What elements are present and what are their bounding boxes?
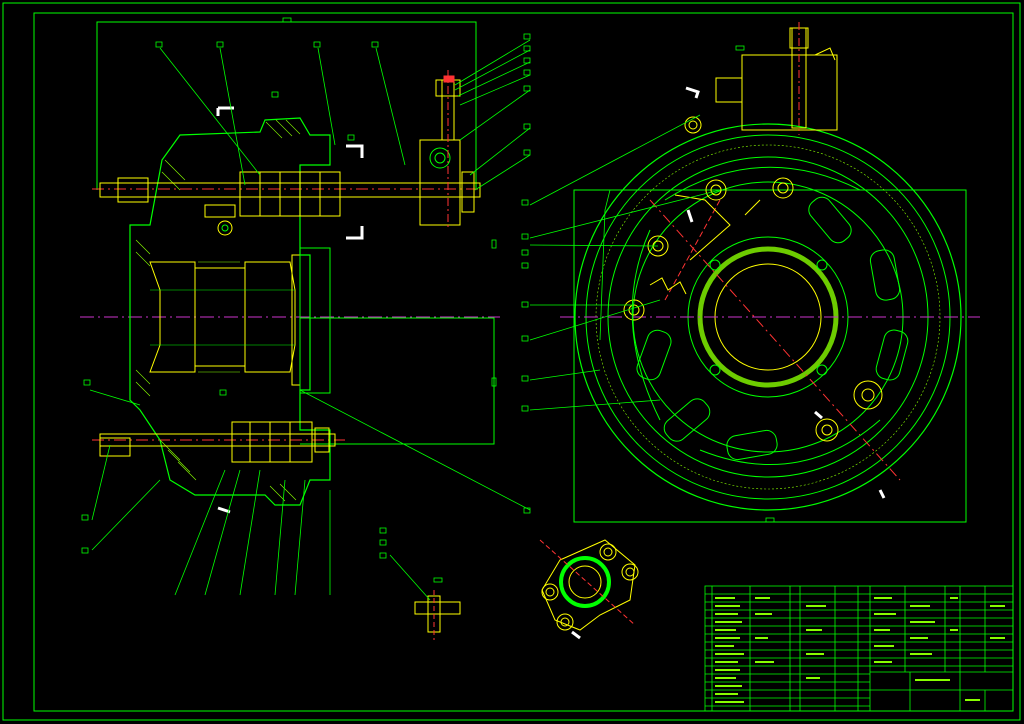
end-view-leaders <box>529 114 721 411</box>
section-mark <box>346 226 364 240</box>
housing-outline <box>129 117 331 506</box>
top-clip <box>814 47 836 61</box>
diagonal-axis <box>649 199 901 481</box>
bracket-boss-inner <box>568 565 602 599</box>
bracket-boss <box>559 556 611 608</box>
end-view <box>521 22 980 523</box>
lever-arm <box>674 194 731 261</box>
bracket-holes <box>541 543 639 631</box>
bolt-upper <box>204 204 236 218</box>
bracket-body <box>541 539 636 631</box>
spoke-windows <box>636 196 909 461</box>
end-view-frame <box>573 189 967 523</box>
lower-stub <box>99 437 131 457</box>
marker <box>878 489 886 499</box>
marker <box>571 630 581 640</box>
hub-ring-mid <box>697 246 839 388</box>
top-housing <box>741 54 838 131</box>
shaft-collar <box>461 171 475 213</box>
hub-bore <box>194 267 246 367</box>
bracket-detail <box>539 539 639 640</box>
top-tab <box>715 77 743 103</box>
lower-shaft-end <box>314 427 330 453</box>
parts-list-text-marks <box>715 597 1005 703</box>
bolt-detail-leader <box>389 554 431 601</box>
outer-drum <box>574 123 962 511</box>
pin-circle <box>221 224 229 232</box>
brake-shoe-upper <box>664 166 861 201</box>
parts-list-rows <box>705 593 1013 707</box>
upper-bearing-housing <box>419 139 461 226</box>
anchor-pins <box>623 116 883 442</box>
upper-gear <box>239 171 341 217</box>
section-mark <box>346 144 364 158</box>
bolt-detail <box>379 527 461 640</box>
end-view-label-ticks <box>521 45 775 523</box>
marker <box>685 86 700 99</box>
bracket-axis <box>539 539 636 626</box>
frame-line <box>96 21 477 190</box>
frame-line <box>300 317 495 445</box>
title-block <box>704 585 1014 712</box>
backplate-ring <box>632 181 904 453</box>
upper-bearing <box>429 147 451 169</box>
brake-shoe-lower <box>699 419 881 465</box>
parts-list-cols <box>711 586 986 711</box>
lining-ring <box>595 144 941 490</box>
lower-gear-teeth <box>249 422 291 462</box>
diagonal-axis-2 <box>664 199 721 301</box>
section-view <box>80 17 531 596</box>
adjuster-knob <box>443 75 455 83</box>
title-block-frame <box>704 585 1014 712</box>
lever-arm <box>744 199 761 216</box>
lower-gear <box>231 421 313 463</box>
inner-border <box>33 12 1014 712</box>
small-holes <box>709 259 828 376</box>
marker <box>686 209 694 223</box>
leader-labels <box>81 17 531 554</box>
disc-plate-outer <box>299 247 331 394</box>
upper-shaft <box>99 182 481 198</box>
leader-lines <box>89 39 531 596</box>
pin-circle <box>217 220 233 236</box>
upper-bearing-inner <box>434 152 446 164</box>
upper-gear-teeth <box>259 172 321 216</box>
marker <box>814 410 823 420</box>
spring <box>649 277 687 295</box>
disc-plate <box>291 254 301 386</box>
brake-shoe-left <box>631 229 661 421</box>
upper-shaft-end <box>117 177 149 203</box>
section-mark <box>217 506 231 514</box>
housing-hatch <box>135 119 301 502</box>
bolt-detail-plate <box>414 601 461 615</box>
